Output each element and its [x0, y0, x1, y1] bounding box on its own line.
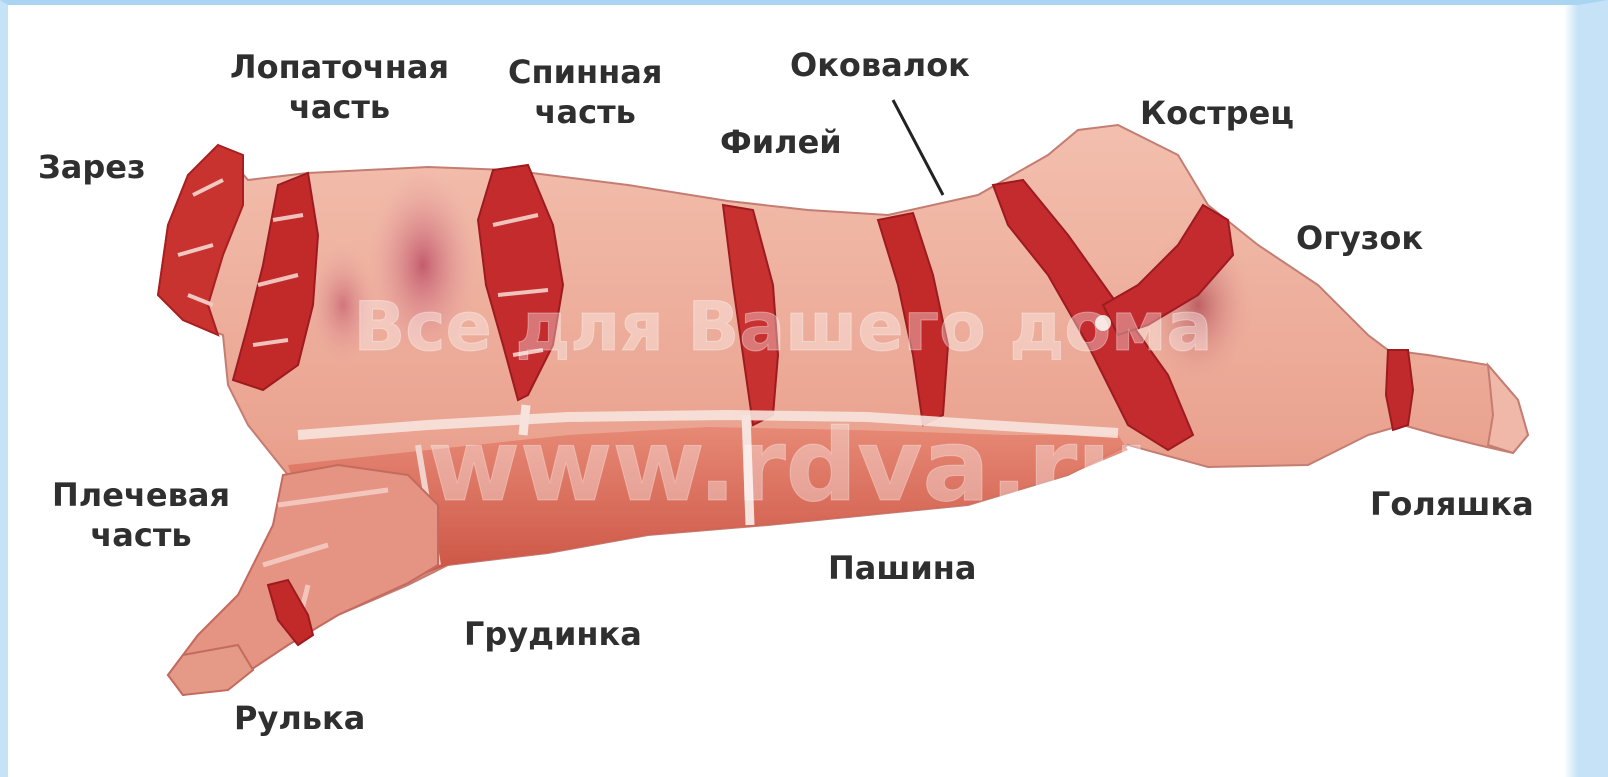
label-zarez: Зарез [38, 147, 146, 187]
label-spinnaya: Спиннаячасть [508, 52, 662, 132]
watermark-line2: www.rdva.ru [428, 407, 1149, 524]
label-plechevaya: Плечеваячасть [52, 475, 230, 555]
label-lopatochnaya: Лопаточнаячасть [230, 47, 449, 127]
label-filey: Филей [720, 122, 842, 162]
okovalok-leader-line [893, 100, 943, 195]
label-pashina: Пашина [828, 548, 976, 588]
label-oguzok: Огузок [1296, 218, 1423, 258]
label-rulka: Рулька [234, 698, 365, 738]
shank-cut-band [1386, 350, 1413, 430]
watermark-line1: Все для Вашего дома [353, 288, 1212, 367]
hind-hoof [1488, 365, 1528, 453]
label-kostrets: Кострец [1140, 93, 1294, 133]
label-golyashka: Голяшка [1370, 484, 1534, 524]
fore-hoof [168, 645, 253, 695]
label-okovalok: Оковалок [790, 45, 970, 85]
label-grudinka: Грудинка [464, 614, 642, 654]
